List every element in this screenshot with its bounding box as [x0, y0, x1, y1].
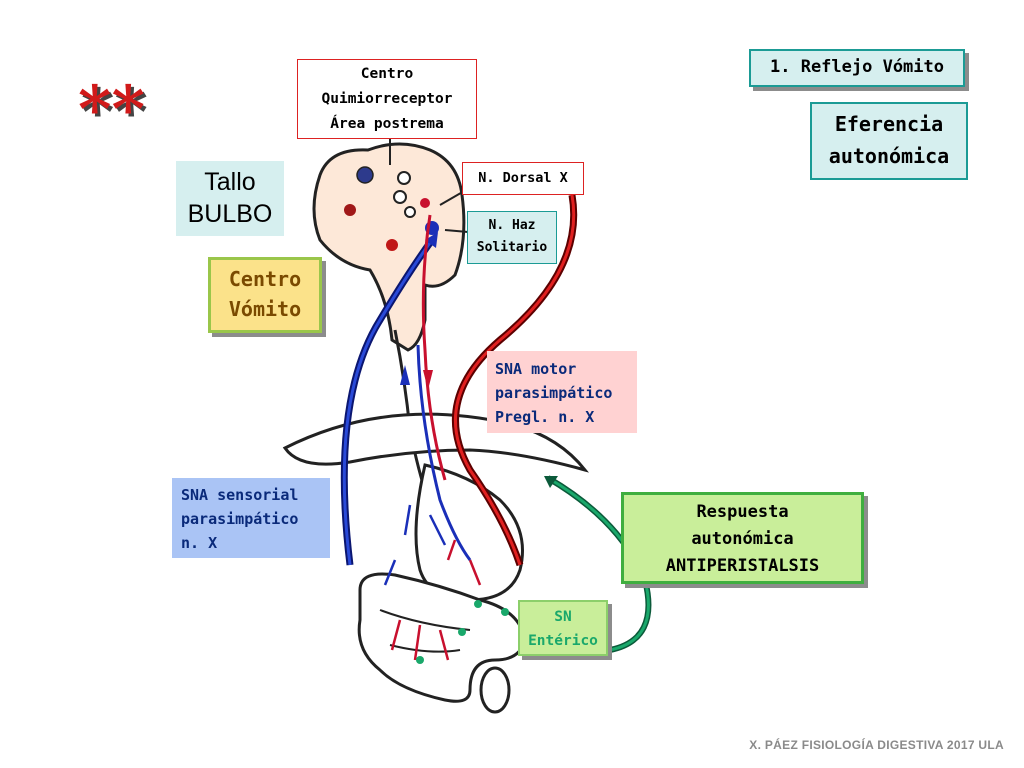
solitary-tract-label: N. Haz Solitario: [467, 211, 557, 264]
reflex-title: 1. Reflejo Vómito: [749, 49, 965, 87]
motor-nerve-label: SNA motor parasimpático Pregl. n. X: [487, 351, 637, 433]
medulla-section: [312, 142, 466, 352]
brainstem-label: Tallo BULBO: [176, 161, 284, 236]
sensory-nerve-label: SNA sensorial parasimpático n. X: [172, 478, 330, 558]
asterisks-mark: **: [78, 72, 145, 147]
enteric-nervous-label: SN Entérico: [518, 600, 608, 656]
enteric-neurons: [416, 600, 509, 664]
intestine-end: [479, 666, 511, 714]
footer-credit: X. PÁEZ FISIOLOGÍA DIGESTIVA 2017 ULA: [749, 738, 1004, 752]
dorsal-x-label: N. Dorsal X: [462, 162, 584, 195]
autonomic-response-label: Respuesta autonómica ANTIPERISTALSIS: [621, 492, 864, 584]
vomit-center-label: Centro Vómito: [208, 257, 322, 333]
chemoreceptor-label: Centro Quimiorreceptor Área postrema: [297, 59, 477, 139]
efferent-title: Eferencia autonómica: [810, 102, 968, 180]
stomach: [414, 463, 524, 602]
